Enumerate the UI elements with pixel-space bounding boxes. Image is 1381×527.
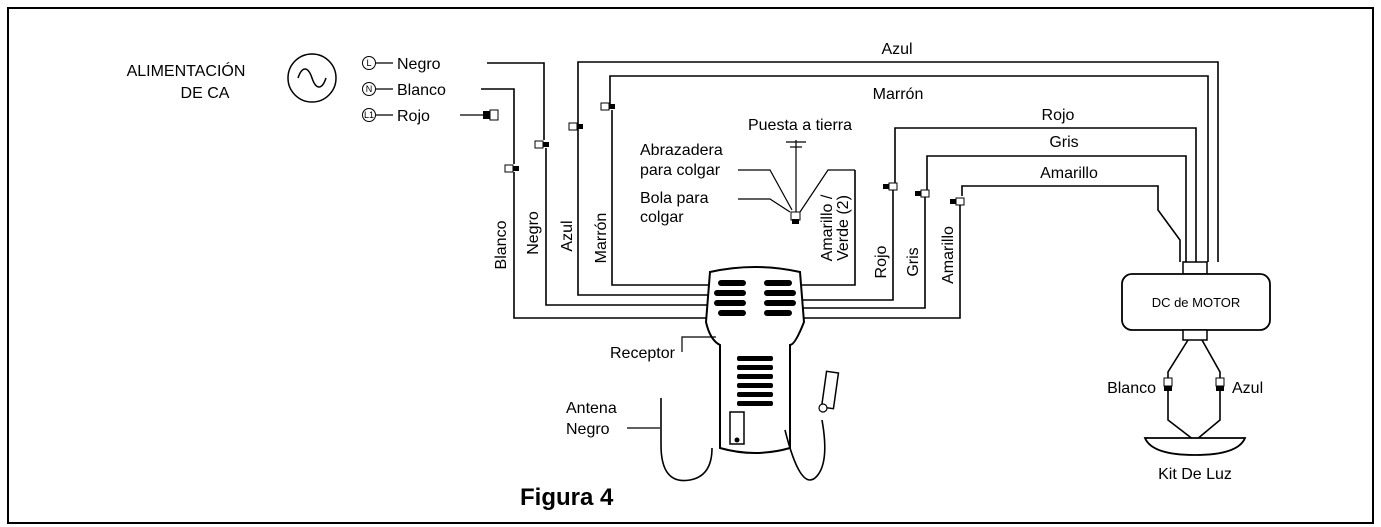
receiver-ground-wire [784, 419, 826, 481]
vlabel-amarillo: Amarillo [940, 226, 957, 284]
connector-azul-icon [1215, 377, 1225, 391]
wire-nut-gris-icon [915, 189, 930, 198]
antenna-wire [660, 398, 713, 482]
wire-azul [577, 61, 1219, 262]
wire-marron [609, 75, 1209, 262]
light-kit-wire-azul [1195, 339, 1221, 441]
figure-caption: Figura 4 [520, 484, 614, 511]
wire-label-marron: Marrón [873, 86, 924, 103]
ground-clip-icon [818, 370, 840, 413]
wire-marron-vertical [611, 110, 712, 286]
wire-blanco-vertical [513, 172, 710, 319]
vlabel-negro: Negro [525, 211, 542, 255]
antenna-label-line2: Negro [566, 421, 610, 438]
wire-nut-negro-icon [534, 140, 549, 149]
motor-bottom-collar [1182, 329, 1208, 341]
diagram-frame [7, 7, 1374, 524]
clamp-label-line2: para colgar [640, 162, 721, 179]
power-source-label-line2: DE CA [181, 85, 230, 102]
vlabel-gris: Gris [905, 247, 922, 276]
terminal-n-icon: N [362, 82, 376, 96]
receiver-icon [704, 266, 806, 454]
wire-gris [926, 155, 1187, 262]
power-source-label-line1: ALIMENTACIÓN [127, 61, 246, 80]
ball-leader [738, 198, 791, 213]
vlabel-azul: Azul [559, 220, 576, 251]
terminal-label-rojo: Rojo [397, 108, 430, 125]
receiver-label: Receptor [610, 345, 676, 362]
connector-blanco-icon [1163, 377, 1173, 391]
wire-nut-rojo-icon [483, 109, 499, 121]
svg-text:N: N [366, 84, 373, 94]
terminal-label-negro: Negro [397, 56, 441, 73]
vlabel-amarillo-verde-2: Verde (2) [835, 195, 852, 261]
wire-negro-vertical [545, 148, 712, 306]
svg-text:L1: L1 [364, 110, 374, 120]
wire-gris-vertical [800, 197, 926, 309]
wire-nut-marron-icon [600, 102, 615, 111]
ball-label-line1: Bola para [640, 190, 709, 207]
clamp-leader [738, 169, 793, 211]
receiver-leader [681, 336, 716, 352]
light-kit-wire-blanco [1167, 339, 1195, 441]
wire-label-amarillo: Amarillo [1040, 165, 1098, 182]
motor-wire-collar [1182, 261, 1208, 275]
light-kit-wire-label-azul: Azul [1232, 380, 1263, 397]
light-kit-label: Kit De Luz [1158, 466, 1232, 483]
wire-nut-amarillo-icon [950, 197, 965, 206]
light-kit-wire-label-blanco: Blanco [1107, 380, 1156, 397]
wire-rojo [894, 127, 1197, 262]
wire-amarillo-verde [800, 170, 856, 286]
wire-amarillo-vertical [800, 205, 961, 319]
clamp-label-line1: Abrazadera [640, 142, 723, 159]
terminal-l-icon: L [362, 56, 376, 70]
wire-ground-lead [799, 169, 855, 213]
vlabel-marron: Marrón [593, 213, 610, 264]
vlabel-amarillo-verde-1: Amarillo / [819, 194, 836, 261]
wire-amarillo [961, 185, 1181, 262]
wire-label-gris: Gris [1049, 134, 1078, 151]
wire-nut-azul-icon [568, 122, 583, 131]
hanging-ball-icon [790, 211, 801, 224]
wire-ac-blanco [481, 88, 515, 164]
ground-label: Puesta a tierra [748, 117, 852, 134]
svg-text:L: L [366, 58, 371, 68]
wire-rojo-vertical [800, 190, 894, 301]
light-kit-icon [1143, 437, 1247, 456]
wire-ac-negro [487, 62, 545, 140]
terminal-label-blanco: Blanco [397, 82, 446, 99]
ball-label-line2: colgar [640, 209, 684, 226]
vlabel-blanco: Blanco [493, 220, 510, 269]
wire-label-rojo: Rojo [1042, 107, 1075, 124]
ground-symbol-icon [786, 140, 806, 150]
vlabel-rojo: Rojo [873, 245, 890, 278]
ac-source-icon [287, 53, 337, 103]
motor-label: DC de MOTOR [1152, 295, 1241, 310]
wire-nut-blanco-icon [504, 164, 519, 173]
wire-nut-rojo-motor-icon [883, 182, 898, 191]
wire-azul-vertical [577, 132, 712, 296]
wire-label-azul: Azul [881, 41, 912, 58]
antenna-label-line1: Antena [566, 400, 617, 417]
terminal-l1-icon: L1 [362, 108, 376, 122]
